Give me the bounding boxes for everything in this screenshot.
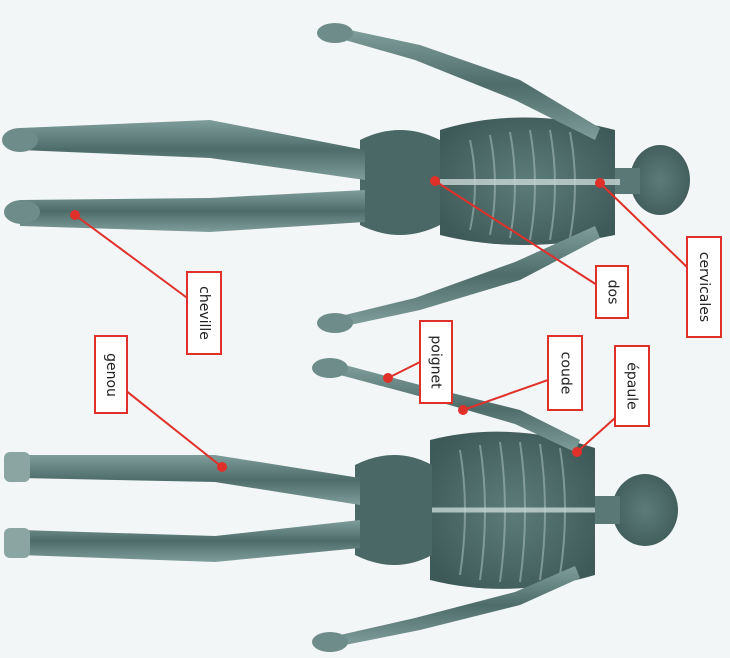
back-leg-upper	[20, 120, 365, 180]
leader-poignet	[388, 362, 420, 378]
front-head	[612, 474, 678, 546]
label-cheville: cheville	[186, 271, 222, 355]
label-coude: coude	[547, 335, 583, 411]
front-leg-lower	[20, 520, 360, 562]
dot-poignet	[383, 373, 393, 383]
label-epaule: épaule	[614, 345, 650, 427]
label-dos-text: dos	[604, 280, 620, 305]
dot-cheville	[70, 210, 80, 220]
label-genou-text: genou	[103, 353, 119, 397]
label-epaule-text: épaule	[624, 362, 640, 409]
front-leg-upper	[20, 455, 360, 505]
label-cheville-text: cheville	[196, 286, 212, 340]
dot-epaule	[572, 447, 582, 457]
label-coude-text: coude	[557, 352, 573, 395]
label-dos: dos	[595, 265, 629, 319]
label-genou: genou	[94, 335, 128, 414]
leader-epaule	[577, 418, 615, 452]
label-poignet-text: poignet	[428, 335, 444, 388]
dot-coude	[458, 405, 468, 415]
label-cervicales-text: cervicales	[696, 252, 712, 322]
label-cervicales: cervicales	[686, 236, 722, 338]
back-figure	[2, 23, 690, 333]
leader-coude	[463, 380, 548, 410]
dot-dos	[430, 176, 440, 186]
dot-cervicales	[595, 178, 605, 188]
dot-genou	[217, 462, 227, 472]
back-leg-lower	[20, 190, 365, 232]
label-poignet: poignet	[419, 320, 453, 404]
